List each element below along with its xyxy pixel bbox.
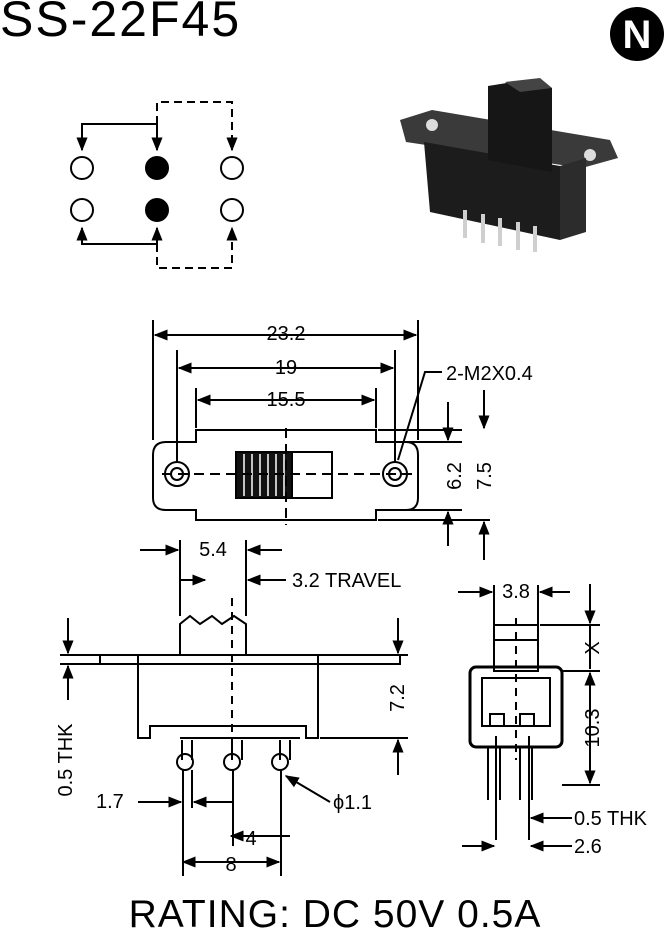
terminal-circle (220, 198, 244, 222)
alt-connection-line (156, 101, 238, 152)
dim-actuator-width: 5.4 (199, 539, 227, 561)
dim-travel: 3.2 TRAVEL (292, 570, 401, 592)
extension-line (60, 654, 100, 665)
brand-logo: N (610, 7, 664, 61)
extension-line (179, 540, 247, 616)
switch-schematic (70, 101, 244, 269)
extension-line (195, 388, 377, 428)
extension-line (378, 429, 490, 521)
leader-line (284, 775, 331, 803)
dim-body-length: 15.5 (267, 389, 306, 411)
connection-line (76, 123, 163, 152)
dim-pin-span: 8 (225, 854, 236, 876)
common-terminal-dot (145, 156, 169, 180)
extension-line (320, 654, 408, 739)
model-title: SS-22F45 (0, 0, 242, 47)
terminal-circle (220, 156, 244, 180)
dim-body-depth: 7.2 (387, 684, 409, 712)
dim-actuator-extension: X (582, 641, 604, 654)
dim-actuator-depth: 3.8 (502, 581, 530, 603)
terminal-pin (181, 740, 291, 760)
extension-line (493, 585, 539, 625)
dim-pin-offset: 1.7 (96, 791, 124, 813)
pin-leg (487, 747, 533, 800)
dim-pin-diameter: ϕ1.1 (333, 792, 372, 814)
mounting-plate-side (99, 654, 401, 665)
dim-overall-length: 23.2 (267, 323, 306, 345)
rating-text: RATING: DC 50V 0.5A (128, 893, 542, 936)
dim-mount-hole-spec: 2-M2X0.4 (446, 363, 533, 385)
dim-pin-thickness: 0.5 THK (574, 808, 648, 830)
switch-product-render (400, 78, 618, 252)
pin-centerline (495, 736, 530, 840)
extension-line (176, 350, 396, 462)
alt-connection-line (156, 226, 238, 269)
dim-plate-thickness: 0.5 THK (55, 723, 77, 797)
dim-pin-pitch: 4 (245, 828, 256, 850)
dim-end-height: 10.3 (582, 709, 604, 748)
leader-line (397, 371, 442, 461)
dim-body-height: 6.2 (444, 462, 466, 490)
contact-block (519, 713, 535, 727)
dim-plate-height: 7.5 (474, 462, 496, 490)
top-view (152, 320, 490, 560)
end-view (458, 584, 600, 852)
extension-line (152, 320, 419, 440)
common-terminal-dot (145, 198, 169, 222)
logo-letter: N (623, 13, 652, 57)
connection-line (76, 226, 163, 245)
pin-leg (182, 770, 282, 838)
pin-hole (176, 753, 194, 771)
terminal-circle (70, 198, 94, 222)
side-view (60, 540, 408, 876)
actuator-side (179, 614, 247, 655)
extension-line (182, 838, 282, 876)
dim-pin-row-spacing: 2.6 (574, 836, 602, 858)
terminal-circle (70, 156, 94, 180)
dim-mount-hole-pitch: 19 (275, 357, 297, 379)
contact-block (489, 713, 505, 727)
switch-body-side (137, 655, 319, 739)
